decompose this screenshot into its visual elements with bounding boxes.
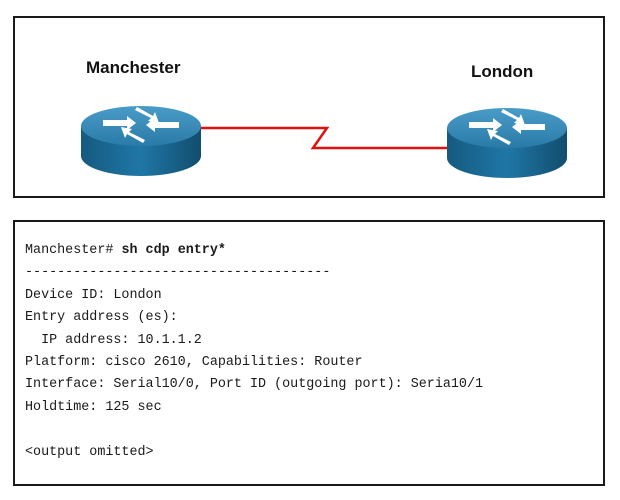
- output-line-interface: Interface: Serial10/0, Port ID (outgoing…: [25, 377, 484, 393]
- output-line-platform: Platform: cisco 2610, Capabilities: Rout…: [25, 354, 363, 370]
- separator-line: --------------------------------------: [25, 265, 331, 281]
- cli-command: sh cdp entry*: [113, 243, 226, 258]
- output-line-blank: [25, 419, 603, 441]
- output-line-ip-address: IP address: 10.1.1.2: [25, 332, 202, 348]
- cli-output-panel: Manchester# sh cdp entry* --------------…: [13, 220, 605, 486]
- serial-link: [201, 126, 447, 150]
- output-line-entry-address: Entry address (es):: [25, 310, 178, 326]
- router-label-manchester: Manchester: [86, 58, 181, 77]
- network-topology-diagram: Manchester London: [13, 16, 605, 198]
- command-line: Manchester# sh cdp entry*: [25, 240, 603, 262]
- router-icon-london: [447, 108, 567, 178]
- cli-prompt: Manchester#: [25, 243, 114, 258]
- output-line-holdtime: Holdtime: 125 sec: [25, 399, 162, 415]
- router-icon-manchester: [81, 106, 201, 176]
- topology-drawing: [81, 106, 567, 178]
- output-line-device-id: Device ID: London: [25, 287, 162, 303]
- output-line-omitted: <output omitted>: [25, 444, 154, 460]
- router-label-london: London: [471, 62, 534, 81]
